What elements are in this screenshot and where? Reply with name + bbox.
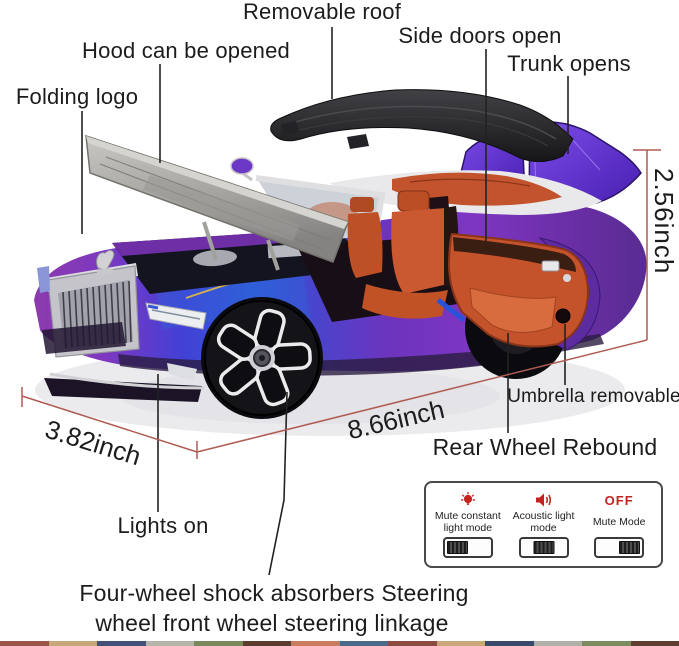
hood-ornament [96,249,115,272]
leader-lines [81,27,569,576]
side-doors-label: Side doors open [398,23,562,48]
mode-switch-acoustic-light[interactable] [518,537,569,558]
mode-col-mute: OFF Mute Mode [581,490,657,558]
removable-roof-label: Removable roof [242,0,402,24]
dimension-lines [21,149,661,459]
mode-switch-mute[interactable] [594,536,645,558]
mode-label-mute: Mute Mode [592,515,646,528]
trunk-label: Trunk opens [507,51,631,76]
umbrella-label: Umbrella removable [507,386,679,407]
off-status-text: OFF [604,492,634,508]
mode-switch-constant-light[interactable] [442,537,493,558]
removable-roof [270,89,574,162]
bottom-feature-line1: Four-wheel shock absorbers Steering [79,580,469,606]
headlights-bumper [37,266,207,402]
hood-open [85,134,349,271]
rear-wheel-label: Rear Wheel Rebound [432,434,658,460]
mode-col-acoustic-light: Acoustic light mode [506,490,582,558]
umbrella-knob [555,308,571,324]
side-mirror [230,157,254,175]
front-wheel [201,297,323,419]
folding-logo-label: Folding logo [15,84,139,109]
headlight [145,302,207,330]
height-dimension: 2.56inch [649,168,679,275]
bottom-feature-line2: wheel front wheel steering linkage [95,610,449,636]
hood-label: Hood can be opened [82,38,290,63]
mode-label-acoustic-light: Acoustic light mode [512,509,575,534]
open-door [436,232,601,351]
interior-seats [298,190,472,322]
speaker-icon [535,493,551,507]
door-handle [541,260,560,272]
lights-on-label: Lights on [117,513,209,538]
bottom-color-strip [0,641,679,646]
bulb-icon [461,492,475,505]
